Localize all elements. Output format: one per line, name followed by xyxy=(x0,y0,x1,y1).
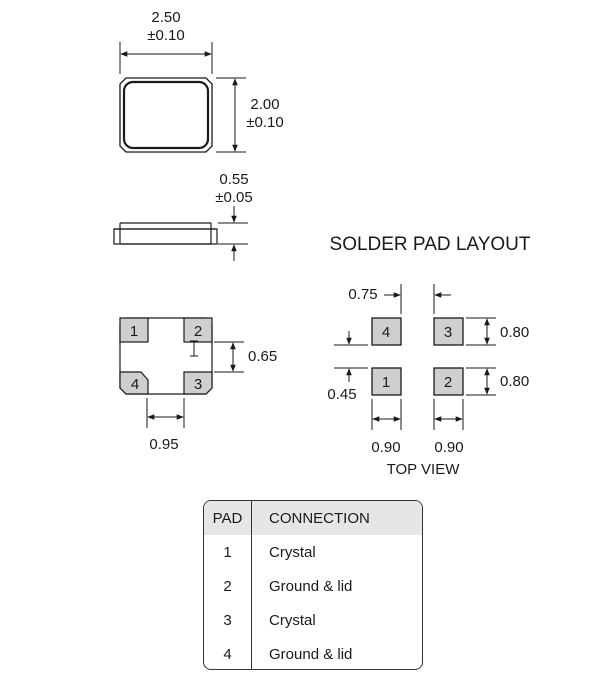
cell-pad: 4 xyxy=(204,637,252,669)
pad-height-top-value: 0.80 xyxy=(500,324,529,341)
pad-height-top-dimension xyxy=(466,317,496,346)
height-tolerance: ±0.10 xyxy=(246,114,283,131)
pad-height-bottom-dimension xyxy=(466,367,496,396)
solder-pad-4 xyxy=(371,317,402,346)
bottom-pad-2 xyxy=(183,317,213,343)
pad-pitch-horizontal-value: 0.95 xyxy=(149,436,178,453)
bottom-pad-1-label: 1 xyxy=(130,323,138,340)
solder-pad-3-label: 3 xyxy=(444,324,452,341)
bottom-pad-3 xyxy=(183,371,213,395)
thickness-tolerance: ±0.05 xyxy=(215,189,252,206)
gap-value: 0.75 xyxy=(348,286,377,303)
cell-connection: Crystal xyxy=(269,611,316,629)
bottom-pad-4 xyxy=(119,371,149,395)
package-side-view xyxy=(113,222,218,245)
cell-pad: 1 xyxy=(204,535,252,569)
width-tolerance: ±0.10 xyxy=(147,27,184,44)
table-row: 1 Crystal xyxy=(204,535,422,569)
cell-connection: Crystal xyxy=(269,543,316,561)
pad-height-bottom-value: 0.80 xyxy=(500,373,529,390)
solder-pad-1-label: 1 xyxy=(382,374,390,391)
package-top-view xyxy=(119,77,213,153)
thickness-value: 0.55 xyxy=(219,171,248,188)
solder-pad-2 xyxy=(433,367,464,396)
cell-pad: 2 xyxy=(204,569,252,603)
cell-connection: Ground & lid xyxy=(269,577,353,595)
pad-width-right-dimension xyxy=(433,399,464,430)
pad-connection-table: PAD CONNECTION 1 Crystal 2 Ground & lid … xyxy=(203,500,423,670)
offset-value: 0.45 xyxy=(327,386,356,403)
pad-pitch-vertical-value: 0.65 xyxy=(248,348,277,365)
height-dimension xyxy=(216,77,246,153)
pad-width-left-dimension xyxy=(371,399,402,430)
header-pad: PAD xyxy=(204,501,252,535)
width-value: 2.50 xyxy=(151,9,180,26)
cell-connection: Ground & lid xyxy=(269,645,353,663)
package-bottom-view xyxy=(119,317,213,395)
table-row: 4 Ground & lid xyxy=(204,637,422,669)
table-row: 3 Crystal xyxy=(204,603,422,637)
pad-width-right-value: 0.90 xyxy=(434,439,463,456)
table-header-row: PAD CONNECTION xyxy=(204,501,422,535)
bottom-pad-1 xyxy=(119,317,149,343)
header-connection: CONNECTION xyxy=(269,509,370,527)
bottom-pad-4-label: 4 xyxy=(131,376,139,393)
table-row: 2 Ground & lid xyxy=(204,569,422,603)
bottom-pad-2-label: 2 xyxy=(194,323,202,340)
offset-dimension xyxy=(334,331,368,382)
pad-pitch-vertical-dimension xyxy=(214,341,244,373)
top-view-caption: TOP VIEW xyxy=(387,461,461,478)
pad-pitch-horizontal-dimension xyxy=(146,398,185,428)
pad-width-left-value: 0.90 xyxy=(371,439,400,456)
solder-pads xyxy=(371,317,464,396)
solder-pad-2-label: 2 xyxy=(444,374,452,391)
solder-pad-3 xyxy=(433,317,464,346)
solder-layout-title: SOLDER PAD LAYOUT xyxy=(330,234,531,255)
solder-pad-4-label: 4 xyxy=(382,324,390,341)
gap-dimension xyxy=(384,284,451,314)
bottom-pad-3-label: 3 xyxy=(194,376,202,393)
height-value: 2.00 xyxy=(250,96,279,113)
thickness-dimension xyxy=(218,206,248,261)
cell-pad: 3 xyxy=(204,603,252,637)
width-dimension xyxy=(119,42,213,74)
solder-pad-1 xyxy=(371,367,402,396)
